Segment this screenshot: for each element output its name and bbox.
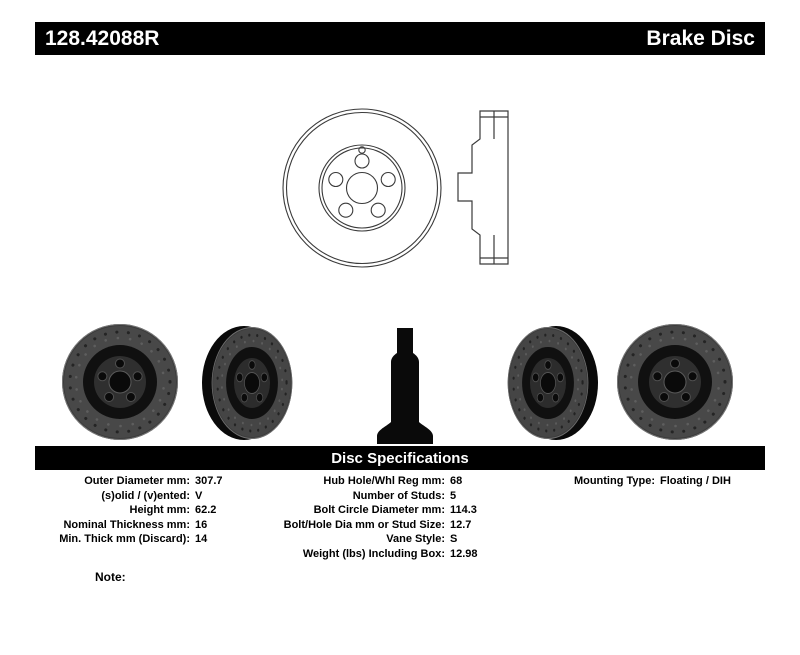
header-bar: 128.42088R Brake Disc <box>35 22 765 55</box>
spec-row: Height mm: 62.2 <box>40 503 223 518</box>
rotor-angled-view-left <box>192 324 308 447</box>
product-type-title: Brake Disc <box>646 26 755 50</box>
spec-column-left: Outer Diameter mm: 307.7 (s)olid / (v)en… <box>40 474 223 547</box>
spec-value: Floating / DIH <box>660 475 731 487</box>
brake-disc-line-drawing <box>282 108 509 268</box>
spec-row: Mounting Type: Floating / DIH <box>540 474 731 489</box>
spec-row: Bolt Circle Diameter mm: 114.3 <box>265 503 478 518</box>
rotor-angled-view-right <box>492 324 608 447</box>
spec-label: Weight (lbs) Including Box: <box>302 547 445 560</box>
spec-row: Outer Diameter mm: 307.7 <box>40 474 223 489</box>
spec-value: 5 <box>450 489 457 502</box>
spec-value: 12.98 <box>450 547 478 560</box>
note-label: Note: <box>95 570 126 584</box>
disc-cross-section-drawing <box>457 110 509 265</box>
spec-value: 12.7 <box>450 518 472 531</box>
spec-row: (s)olid / (v)ented: V <box>40 489 223 504</box>
spec-label: Min. Thick mm (Discard): <box>59 533 190 545</box>
spec-label: Number of Studs: <box>352 489 445 502</box>
spec-value: V <box>195 489 203 502</box>
spec-row: Hub Hole/Whl Reg mm: 68 <box>265 474 478 489</box>
spec-label: Vane Style: <box>386 533 445 545</box>
spec-label: Height mm: <box>129 504 191 516</box>
part-number: 128.42088R <box>45 26 160 50</box>
spec-row: Weight (lbs) Including Box: 12.98 <box>265 547 478 562</box>
spec-label: Bolt Circle Diameter mm: <box>313 504 445 516</box>
spec-row: Min. Thick mm (Discard): 14 <box>40 532 223 547</box>
spec-value: 62.2 <box>195 504 217 516</box>
spec-row: Vane Style: S <box>265 532 478 547</box>
spec-label: Bolt/Hole Dia mm or Stud Size: <box>283 518 445 531</box>
spec-value: 68 <box>450 475 463 487</box>
rotor-front-view-right <box>615 322 735 447</box>
disc-front-view-drawing <box>282 108 442 268</box>
spec-row: Bolt/Hole Dia mm or Stud Size: 12.7 <box>265 518 478 533</box>
spec-header-title: Disc Specifications <box>331 449 469 467</box>
spec-row: Nominal Thickness mm: 16 <box>40 518 223 533</box>
spec-label: Outer Diameter mm: <box>84 475 190 487</box>
spec-header-bar: Disc Specifications <box>35 446 765 470</box>
spec-value: 14 <box>195 533 208 545</box>
spec-label: Mounting Type: <box>573 475 655 487</box>
spec-label: Hub Hole/Whl Reg mm: <box>323 475 445 487</box>
spec-column-right: Mounting Type: Floating / DIH <box>540 474 731 489</box>
technical-drawing <box>280 103 530 273</box>
rotor-side-profile <box>375 318 435 451</box>
spec-label: Nominal Thickness mm: <box>63 518 190 531</box>
spec-row: Number of Studs: 5 <box>265 489 478 504</box>
spec-label: (s)olid / (v)ented: <box>101 489 190 502</box>
spec-column-middle: Hub Hole/Whl Reg mm: 68 Number of Studs:… <box>265 474 478 561</box>
spec-value: 114.3 <box>450 504 477 516</box>
spec-value: 307.7 <box>195 475 223 487</box>
spec-value: 16 <box>195 518 208 531</box>
rotor-front-view-left <box>60 322 180 447</box>
spec-value: S <box>450 533 458 545</box>
